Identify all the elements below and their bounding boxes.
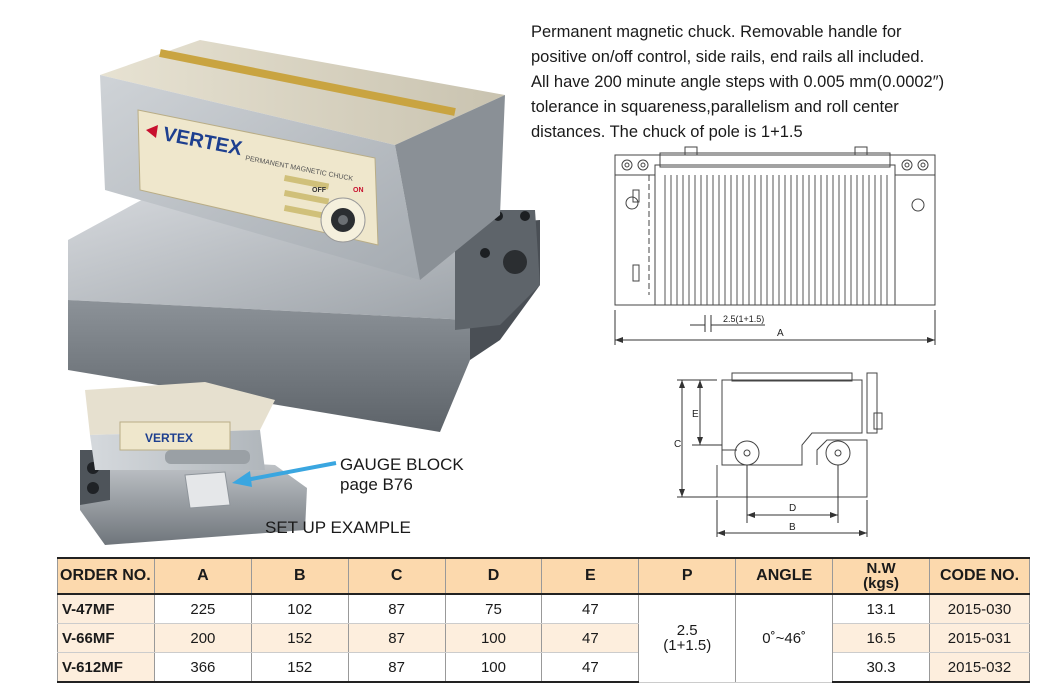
c-cell: 87: [347, 594, 446, 624]
a-cell: 366: [153, 652, 252, 683]
main-product-photo: VERTEX PERMANENT MAGNETIC CHUCK OFF ON: [68, 40, 540, 432]
d-cell: 100: [444, 652, 543, 683]
setup-brand-logo: VERTEX: [145, 431, 193, 445]
code-no-cell: 2015-030: [929, 594, 1030, 624]
gauge-block-title: GAUGE BLOCK: [340, 455, 464, 474]
d-cell: 100: [444, 623, 543, 653]
nw-cell: 16.5: [832, 623, 930, 653]
nw-header-unit: (kgs): [863, 575, 899, 592]
code-no-cell: 2015-031: [929, 623, 1030, 653]
col-header-angle: ANGLE: [735, 557, 834, 595]
description-line: All have 200 minute angle steps with 0.0…: [531, 73, 945, 91]
description-line: distances. The chuck of pole is 1+1.5: [531, 123, 803, 141]
b-cell: 102: [250, 594, 349, 624]
col-header-a: A: [153, 557, 252, 595]
dimension-e-label: E: [692, 409, 699, 420]
a-cell: 225: [153, 594, 252, 624]
order-no-cell: V-47MF: [57, 594, 155, 624]
table-header-row: ORDER NO. A B C D E P ANGLE N.W (kgs) CO…: [57, 557, 1030, 595]
gauge-block-arrow: [232, 461, 337, 487]
e-cell: 47: [541, 594, 640, 624]
col-header-order-no: ORDER NO.: [57, 557, 155, 595]
p-breakdown: (1+1.5): [663, 637, 712, 655]
c-cell: 87: [347, 652, 446, 683]
gauge-block-page: page B76: [340, 475, 413, 494]
col-header-b: B: [250, 557, 349, 595]
setup-example-caption: SET UP EXAMPLE: [265, 518, 411, 537]
product-description: Permanent magnetic chuck. Removable hand…: [531, 20, 1031, 145]
angle-cell: 0˚~46˚: [735, 594, 834, 683]
gauge-block-callout: GAUGE BLOCK page B76: [340, 455, 464, 495]
nw-header-label: N.W: [866, 560, 896, 577]
e-cell: 47: [541, 652, 640, 683]
pole-pitch-label: 2.5(1+1.5): [723, 314, 764, 324]
handle-on-label: ON: [353, 187, 364, 194]
code-no-cell: 2015-032: [929, 652, 1030, 683]
c-cell: 87: [347, 623, 446, 653]
e-cell: 47: [541, 623, 640, 653]
spec-table: ORDER NO. A B C D E P ANGLE N.W (kgs) CO…: [57, 557, 1030, 683]
description-line: positive on/off control, side rails, end…: [531, 48, 925, 66]
order-no-cell: V-66MF: [57, 623, 155, 653]
description-line: Permanent magnetic chuck. Removable hand…: [531, 23, 902, 41]
col-header-p: P: [638, 557, 737, 595]
table-row: V-612MF 366 152 87 100 47 30.3 2015-032: [57, 652, 1030, 683]
col-header-nw: N.W (kgs): [832, 557, 930, 595]
col-header-c: C: [347, 557, 446, 595]
col-header-d: D: [444, 557, 543, 595]
table-row: V-47MF 225 102 87 75 47 2.5 (1+1.5) 0˚~4…: [57, 594, 1030, 683]
dimension-c-label: C: [674, 439, 681, 450]
dimension-d-label: D: [789, 503, 796, 514]
side-view-drawing: C E D B: [674, 372, 883, 537]
col-header-code-no: CODE NO.: [929, 557, 1030, 595]
nw-cell: 13.1: [832, 594, 930, 624]
b-cell: 152: [250, 652, 349, 683]
order-no-cell: V-612MF: [57, 652, 155, 683]
table-row: V-66MF 200 152 87 100 47 16.5 2015-031: [57, 623, 1030, 653]
a-cell: 200: [153, 623, 252, 653]
p-cell: 2.5 (1+1.5): [638, 594, 737, 683]
dimension-a-label: A: [777, 328, 784, 339]
nw-cell: 30.3: [832, 652, 930, 683]
description-line: tolerance in squareness,parallelism and …: [531, 98, 899, 116]
handle-off-label: OFF: [312, 187, 327, 194]
b-cell: 152: [250, 623, 349, 653]
d-cell: 75: [444, 594, 543, 624]
col-header-e: E: [541, 557, 640, 595]
dimension-b-label: B: [789, 522, 796, 533]
top-view-drawing: 2.5(1+1.5) A: [614, 146, 936, 345]
p-value: 2.5: [676, 622, 698, 640]
